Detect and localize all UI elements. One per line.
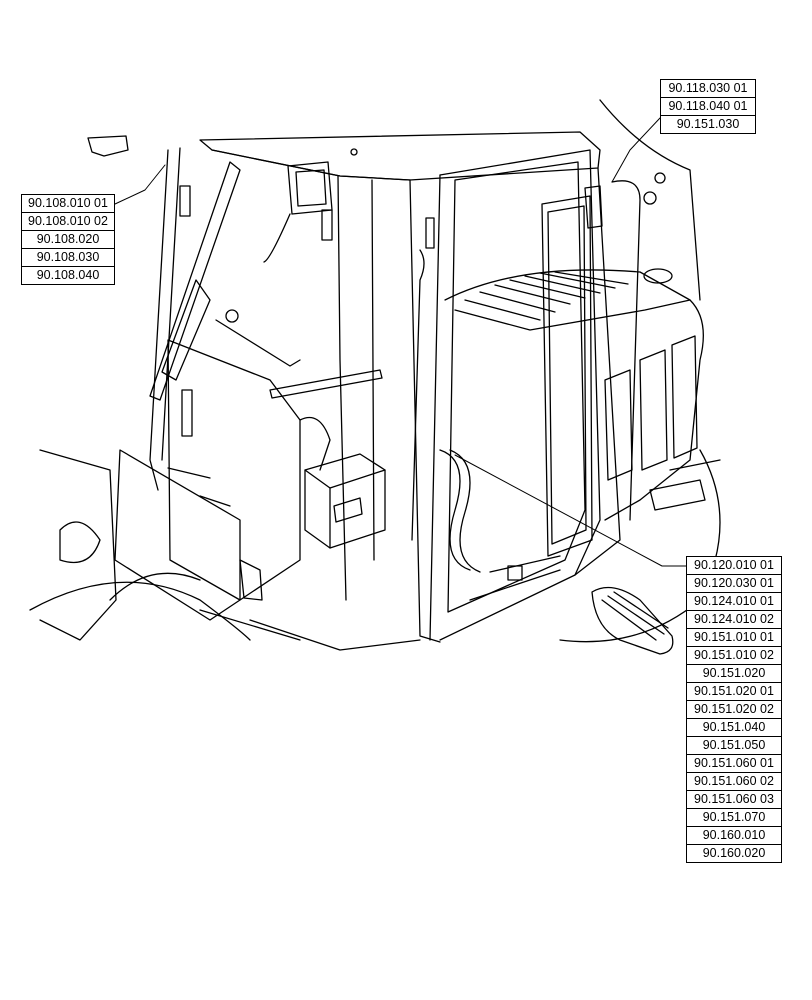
cab-frame	[149, 147, 621, 643]
reference-table-top-right: 90.118.030 01 90.118.040 01 90.151.030	[660, 79, 756, 134]
reference-code[interactable]: 90.151.070	[686, 808, 782, 827]
wiper-arm	[149, 161, 241, 401]
reference-code[interactable]: 90.124.010 02	[686, 610, 782, 629]
reference-code[interactable]: 90.151.050	[686, 736, 782, 755]
reference-code[interactable]: 90.151.040	[686, 718, 782, 737]
cab-floor	[249, 555, 561, 651]
engine-hood	[444, 268, 704, 521]
rear-door	[541, 172, 666, 557]
reference-code[interactable]: 90.108.010 02	[21, 212, 115, 231]
reference-code[interactable]: 90.151.060 01	[686, 754, 782, 773]
reference-code[interactable]: 90.151.020 02	[686, 700, 782, 719]
reference-table-left: 90.108.010 01 90.108.010 02 90.108.020 9…	[21, 194, 115, 285]
reference-code[interactable]: 90.151.060 02	[686, 772, 782, 791]
cab-roof	[199, 131, 601, 181]
hoses	[299, 416, 481, 573]
reference-code[interactable]: 90.120.010 01	[686, 556, 782, 575]
seat-base	[304, 453, 386, 549]
reference-code[interactable]: 90.118.030 01	[660, 79, 756, 98]
gas-springs	[179, 185, 333, 437]
reference-code[interactable]: 90.160.020	[686, 844, 782, 863]
reference-code[interactable]: 90.108.030	[21, 248, 115, 267]
side-console	[114, 339, 301, 621]
step-plate	[591, 586, 674, 655]
reference-code[interactable]: 90.108.040	[21, 266, 115, 285]
reference-code[interactable]: 90.151.010 01	[686, 628, 782, 647]
door-handle	[411, 217, 435, 541]
mirror	[87, 135, 129, 157]
lower-left-assembly	[29, 449, 301, 641]
reference-table-right: 90.120.010 01 90.120.030 01 90.124.010 0…	[686, 556, 782, 863]
reference-code[interactable]: 90.108.010 01	[21, 194, 115, 213]
reference-code[interactable]: 90.151.020 01	[686, 682, 782, 701]
reference-code[interactable]: 90.151.010 02	[686, 646, 782, 665]
reference-code[interactable]: 90.151.030	[660, 115, 756, 134]
reference-code[interactable]: 90.118.040 01	[660, 97, 756, 116]
reference-code[interactable]: 90.124.010 01	[686, 592, 782, 611]
reference-code[interactable]: 90.120.030 01	[686, 574, 782, 593]
reference-code[interactable]: 90.160.010	[686, 826, 782, 845]
leader-lines	[114, 117, 687, 567]
steering-column	[215, 309, 383, 399]
reference-code[interactable]: 90.108.020	[21, 230, 115, 249]
reference-code[interactable]: 90.151.060 03	[686, 790, 782, 809]
reference-code[interactable]: 90.151.020	[686, 664, 782, 683]
